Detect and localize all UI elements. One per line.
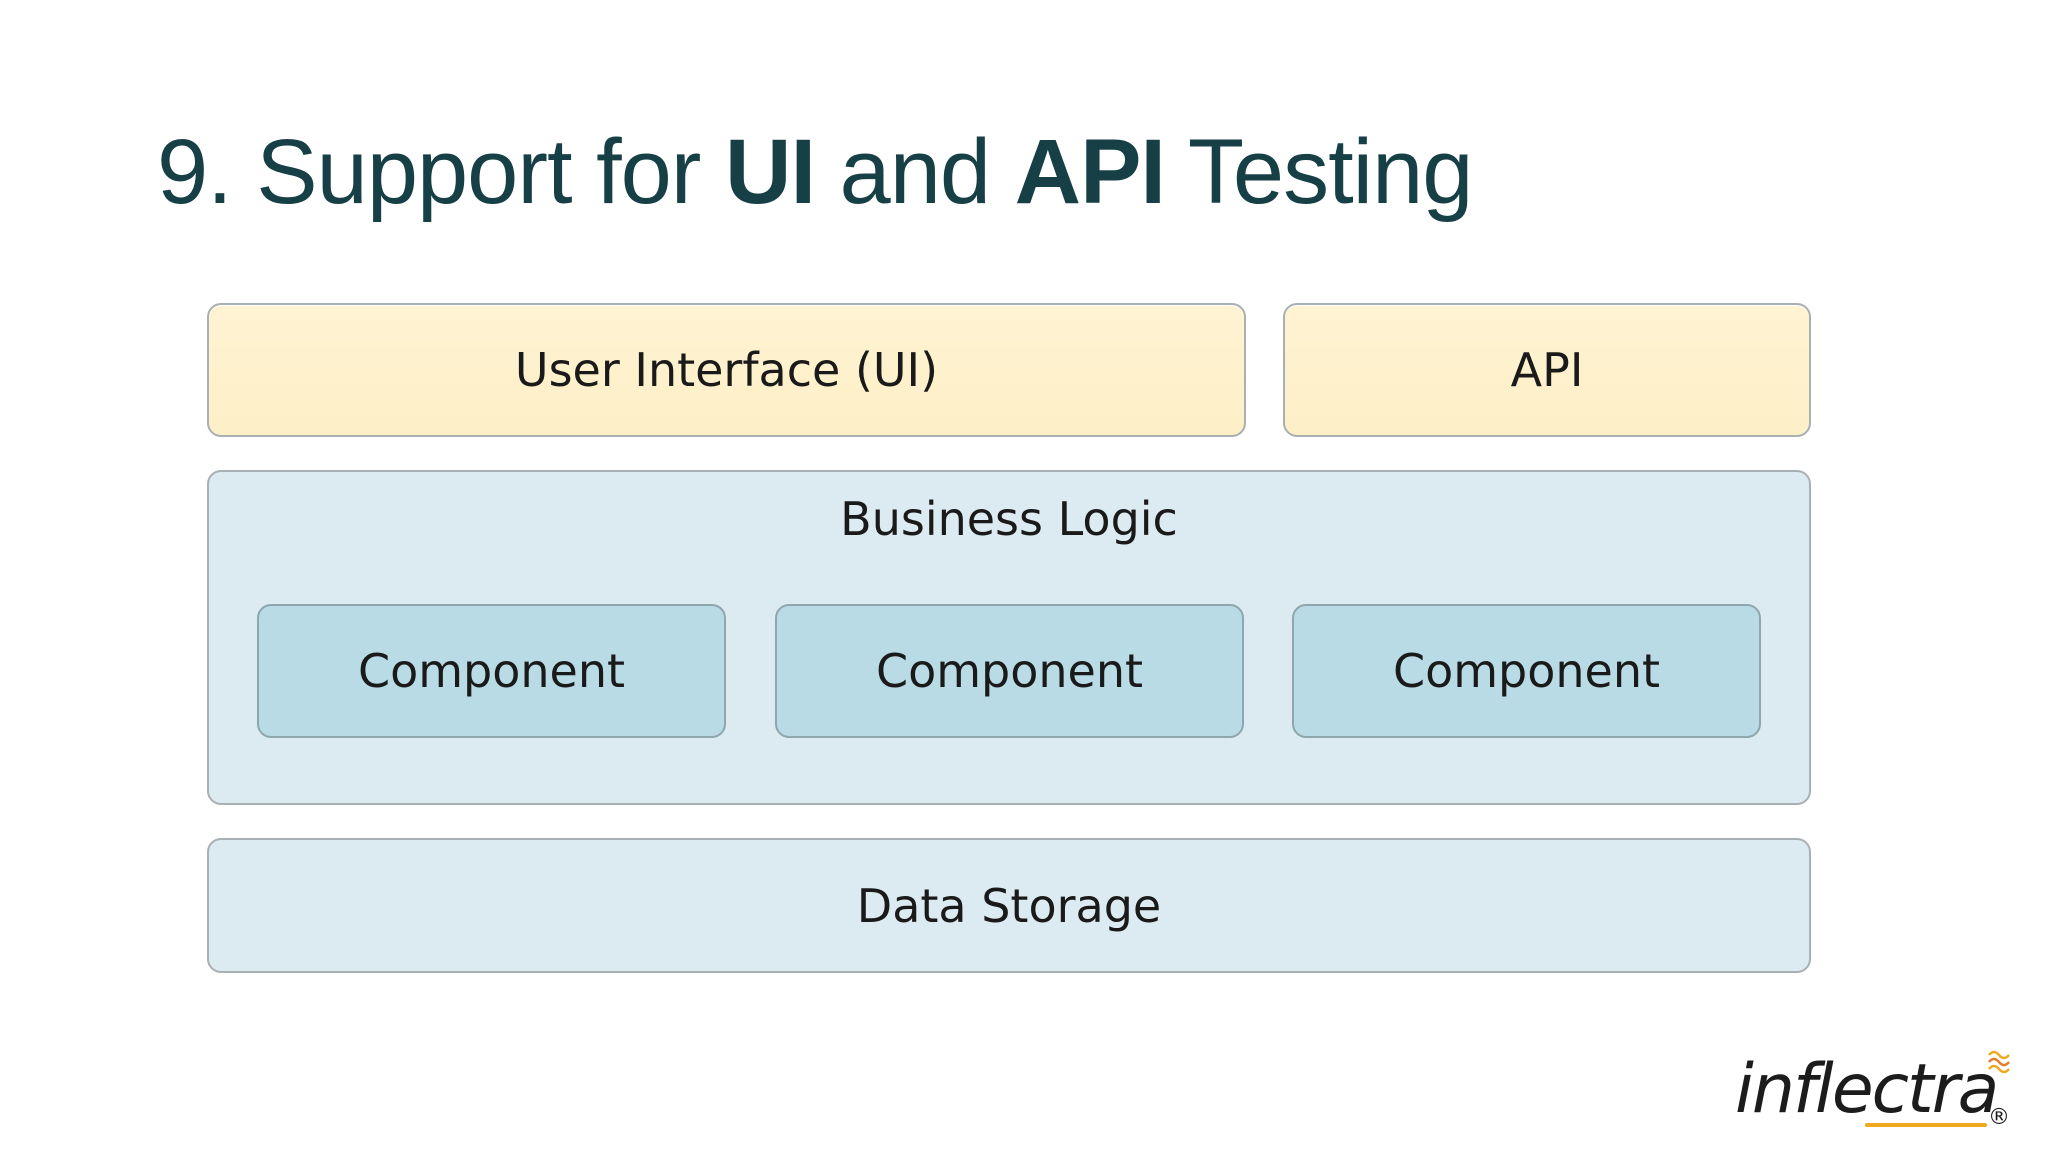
component-label: Component (875, 644, 1144, 698)
ui-layer-box: User Interface (UI) (207, 303, 1246, 437)
title-api: API (1014, 121, 1166, 223)
component-box: Component (1292, 604, 1761, 738)
registered-mark: ® (1988, 1105, 2010, 1130)
logo-text: inflectra (1735, 1050, 1999, 1129)
title-ui: UI (725, 121, 816, 223)
ui-layer-label: User Interface (UI) (514, 343, 939, 397)
api-layer-label: API (1510, 343, 1584, 397)
logo-underline (1865, 1123, 1987, 1127)
title-prefix: 9. Support for (157, 121, 725, 223)
business-logic-label: Business Logic (840, 492, 1178, 546)
data-storage-box: Data Storage (207, 838, 1811, 973)
component-label: Component (1392, 644, 1661, 698)
inflectra-logo: inflectra ® (1735, 1045, 2020, 1145)
title-middle: and (815, 121, 1015, 223)
api-layer-box: API (1283, 303, 1811, 437)
component-box: Component (775, 604, 1244, 738)
logo-waves-icon (1988, 1050, 2010, 1074)
title-suffix: Testing (1165, 121, 1474, 223)
page-title: 9. Support for UI and API Testing (157, 112, 1474, 232)
component-label: Component (357, 644, 626, 698)
data-storage-label: Data Storage (856, 878, 1162, 933)
component-box: Component (257, 604, 726, 738)
